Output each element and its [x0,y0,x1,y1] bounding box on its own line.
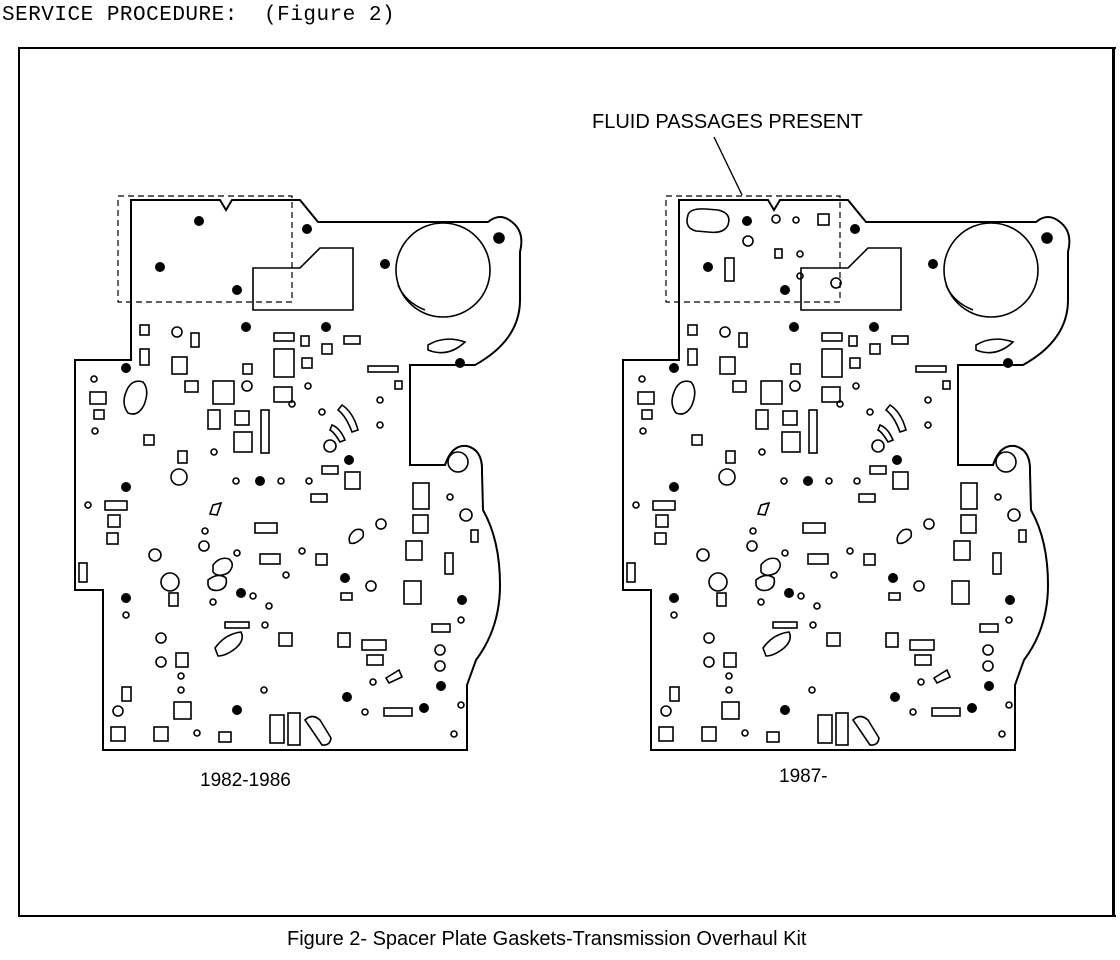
open-holes-left [84,326,473,738]
fluid-passages [686,208,842,289]
slots-right [671,380,952,746]
plate-1987 [622,195,1071,751]
plate-label-left: 1982-1986 [200,770,291,791]
section-header: SERVICE PROCEDURE: (Figure 2) [2,4,396,27]
solid-dots-left [121,216,467,715]
solid-dots-right [669,216,1015,715]
rect-holes-right [626,324,1027,746]
slots-left [123,380,404,746]
plate-1982-1986 [74,195,523,751]
figure-frame [18,47,1116,917]
plate-label-right: 1987- [779,766,828,787]
figure-caption: Figure 2- Spacer Plate Gaskets-Transmiss… [287,928,807,950]
callout-label: FLUID PASSAGES PRESENT [592,111,863,133]
callout-leader-line [713,136,743,196]
rect-holes-left [78,324,479,746]
figure-frame-right-edge [1112,47,1115,915]
